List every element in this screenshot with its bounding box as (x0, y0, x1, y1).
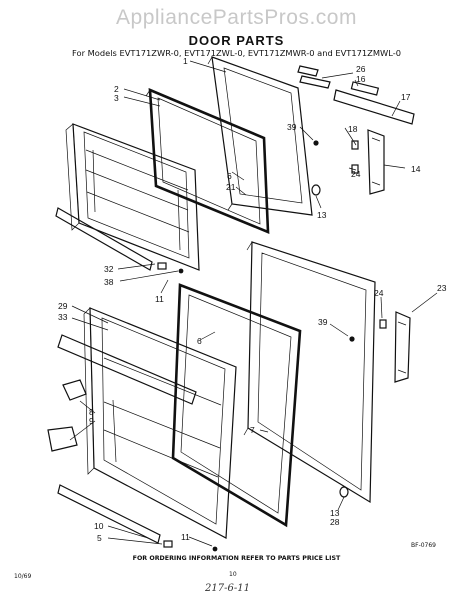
callout-32: 32 (104, 264, 114, 274)
figure-code: BF-0769 (411, 542, 437, 549)
callout-24b: 24 (374, 288, 384, 298)
callout-7: 7 (250, 425, 255, 435)
callout-13b: 13 (330, 508, 340, 518)
fresh-food-door-gasket (171, 283, 302, 528)
callout-24: 24 (351, 169, 361, 179)
callout-2: 2 (114, 84, 119, 94)
callout-39b: 39 (318, 317, 328, 327)
callout-21: 21 (226, 182, 236, 192)
callout-29: 29 (58, 301, 68, 311)
callout-8: 8 (89, 407, 94, 417)
freezer-door-gasket (145, 87, 270, 234)
screw-icon (178, 268, 184, 274)
hinge-pin-icon (339, 486, 349, 498)
callout-10: 10 (94, 521, 104, 531)
callout-26: 26 (356, 64, 366, 74)
callout-6b: 6 (197, 336, 202, 346)
callout-16: 16 (356, 74, 366, 84)
callout-39: 39 (287, 122, 297, 132)
callout-28: 28 (330, 517, 340, 527)
callout-labels: 1 2 3 26 16 17 18 39 6 21 24 14 13 32 38… (58, 56, 447, 543)
callout-13: 13 (317, 210, 327, 220)
callout-1: 1 (183, 56, 188, 66)
callout-38: 38 (104, 277, 114, 287)
freezer-outer-door (207, 56, 319, 216)
page-number: 10 (229, 571, 237, 578)
page-code: 10/69 (14, 573, 32, 580)
callout-18: 18 (348, 124, 358, 134)
screw-icon (349, 336, 355, 342)
clip-icon (163, 540, 173, 548)
diagram-title: DOOR PARTS (188, 33, 285, 48)
butter-door (47, 426, 78, 452)
ordering-footer: FOR ORDERING INFORMATION REFER TO PARTS … (132, 555, 341, 562)
callout-9: 9 (89, 416, 94, 426)
fresh-food-outer-door (243, 241, 376, 504)
clip-icon (157, 262, 167, 270)
screw-icon (212, 546, 218, 552)
callout-23: 23 (437, 283, 447, 293)
callout-3: 3 (114, 93, 119, 103)
callout-14: 14 (411, 164, 421, 174)
callout-11: 11 (155, 294, 164, 304)
callout-5: 5 (97, 533, 102, 543)
handwritten-note: 217-6-11 (205, 583, 250, 594)
egg-bin (62, 379, 87, 401)
fresh-food-handle (379, 311, 411, 383)
callout-33: 33 (58, 312, 68, 322)
screw-icon (313, 140, 319, 146)
freezer-inner-liner (65, 123, 200, 271)
door-shelf-bar (57, 334, 197, 405)
fresh-food-inner-liner (83, 307, 237, 539)
leader-lines (69, 60, 438, 547)
freezer-handle (351, 129, 385, 195)
diagram-subtitle: For Models EVT171ZWR-0, EVT171ZWL-0, EVT… (72, 48, 401, 58)
freezer-trim-strip (55, 207, 153, 271)
top-hinge-assembly (297, 65, 415, 125)
fresh-food-trim-strip (57, 484, 161, 544)
callout-17: 17 (401, 92, 411, 102)
callout-11b: 11 (181, 532, 190, 542)
callout-6: 6 (227, 171, 232, 181)
hinge-pin-icon (311, 184, 321, 196)
watermark: AppliancePartsPros.com (116, 6, 357, 29)
